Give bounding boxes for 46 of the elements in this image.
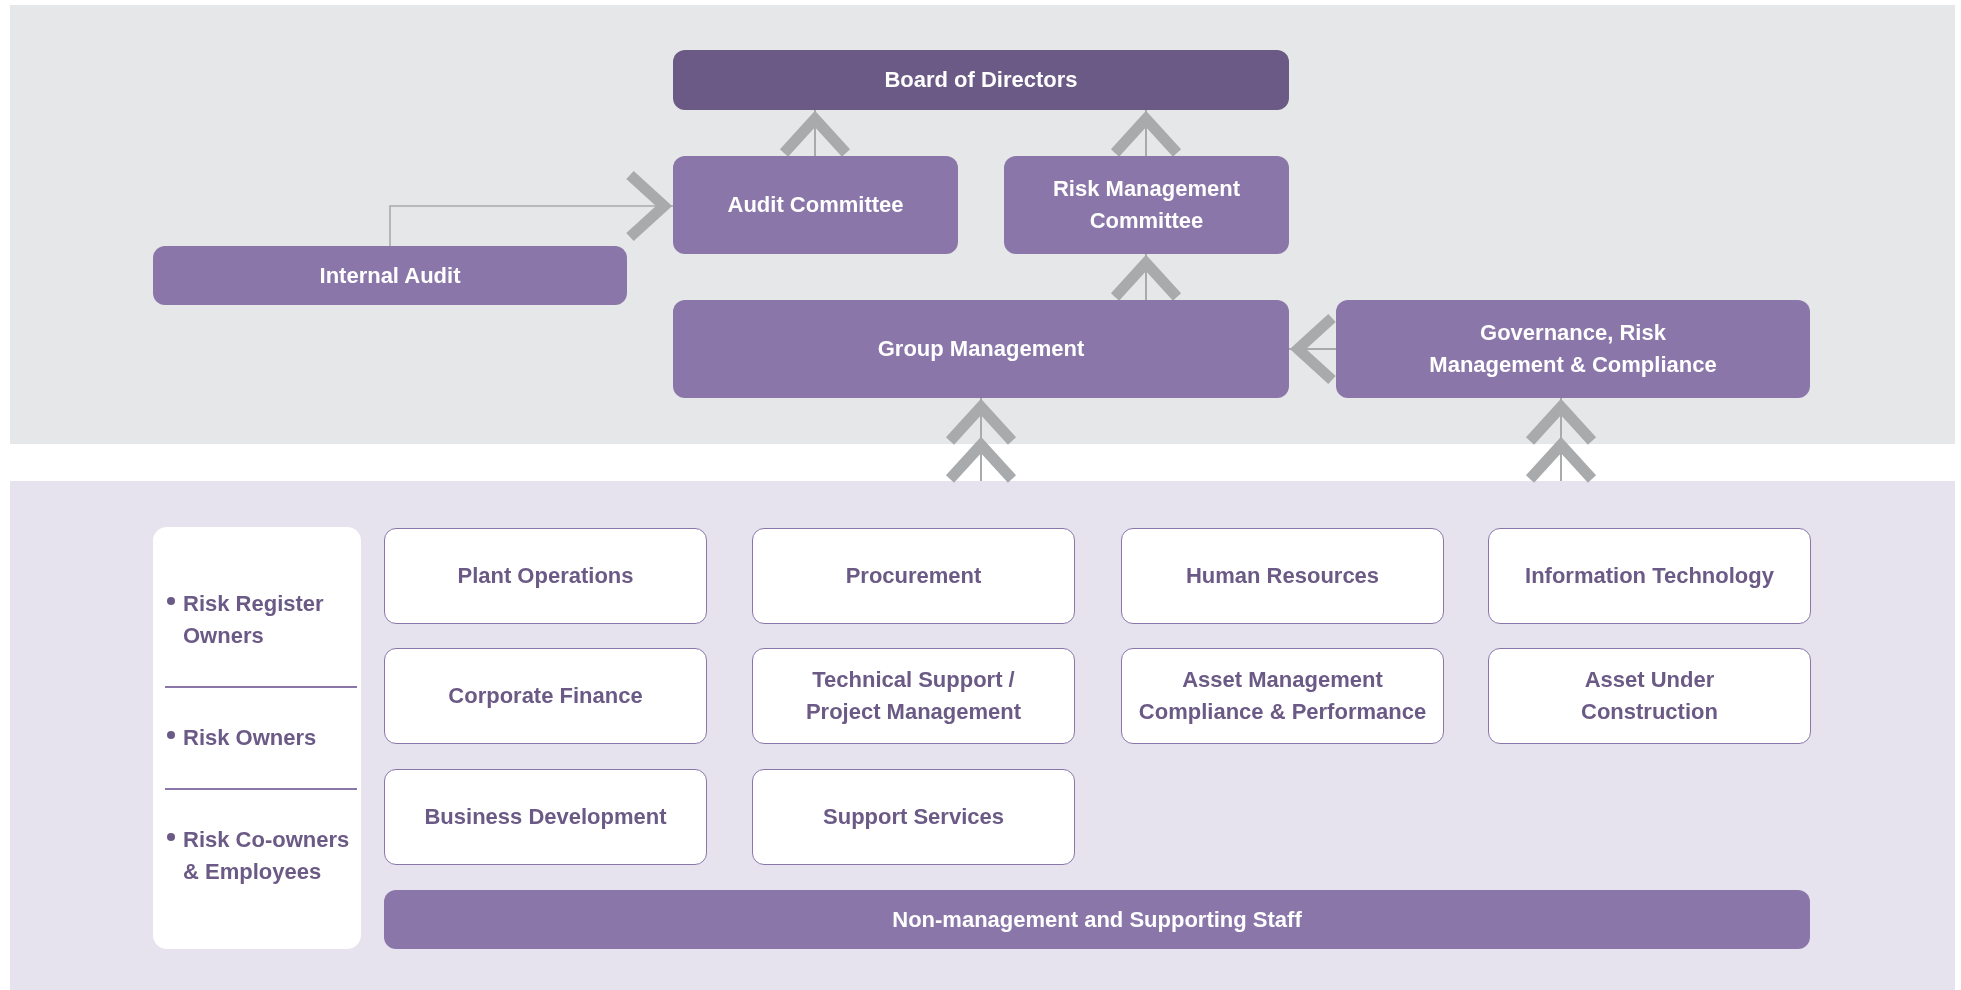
group-panel	[10, 481, 1955, 990]
node-label: Support Services	[822, 803, 1005, 832]
department-box	[1121, 528, 1444, 624]
process-box	[673, 50, 1289, 110]
node-label: Board of Directors	[883, 66, 1079, 95]
arrow	[778, 109, 852, 159]
department-box	[1488, 648, 1811, 744]
department-box	[384, 528, 707, 624]
role-label: Risk Co-owners & Employees	[183, 825, 351, 886]
process-box	[1004, 156, 1289, 254]
arrow	[1109, 253, 1183, 303]
arrow	[389, 169, 674, 247]
role-list-card	[153, 527, 361, 949]
node-label: Asset Under Construction	[1580, 666, 1719, 726]
role-label: Risk Register Owners	[183, 590, 325, 651]
process-box	[384, 890, 1810, 949]
process-box	[153, 246, 627, 305]
node-label: Plant Operations	[456, 562, 635, 591]
department-box	[752, 528, 1075, 624]
department-box	[384, 648, 707, 744]
node-label: Non-management and Supporting Staff	[891, 905, 1303, 934]
process-box	[1336, 300, 1810, 398]
node-label: Risk Management Committee	[1051, 175, 1242, 235]
department-box	[1121, 648, 1444, 744]
department-box	[384, 769, 707, 865]
arrow	[1524, 397, 1598, 485]
arrow	[1288, 312, 1338, 386]
node-label: Governance, Risk Management & Compliance	[1428, 319, 1718, 379]
arrow	[944, 397, 1018, 485]
node-label: Internal Audit	[318, 261, 462, 290]
department-box	[752, 648, 1075, 744]
node-label: Corporate Finance	[447, 682, 644, 711]
role-label: Risk Owners	[183, 724, 317, 753]
department-box	[1488, 528, 1811, 624]
node-label: Procurement	[844, 562, 983, 591]
node-label: Technical Support / Project Management	[804, 666, 1023, 726]
node-label: Audit Committee	[726, 191, 905, 220]
node-label: Information Technology	[1524, 562, 1775, 591]
node-label: Group Management	[876, 335, 1086, 364]
department-box	[752, 769, 1075, 865]
node-label: Asset Management Compliance & Performance	[1137, 666, 1428, 726]
node-label: Human Resources	[1184, 562, 1381, 591]
arrow	[1109, 109, 1183, 159]
node-label: Business Development	[423, 803, 668, 832]
process-box	[673, 300, 1289, 398]
process-box	[673, 156, 958, 254]
